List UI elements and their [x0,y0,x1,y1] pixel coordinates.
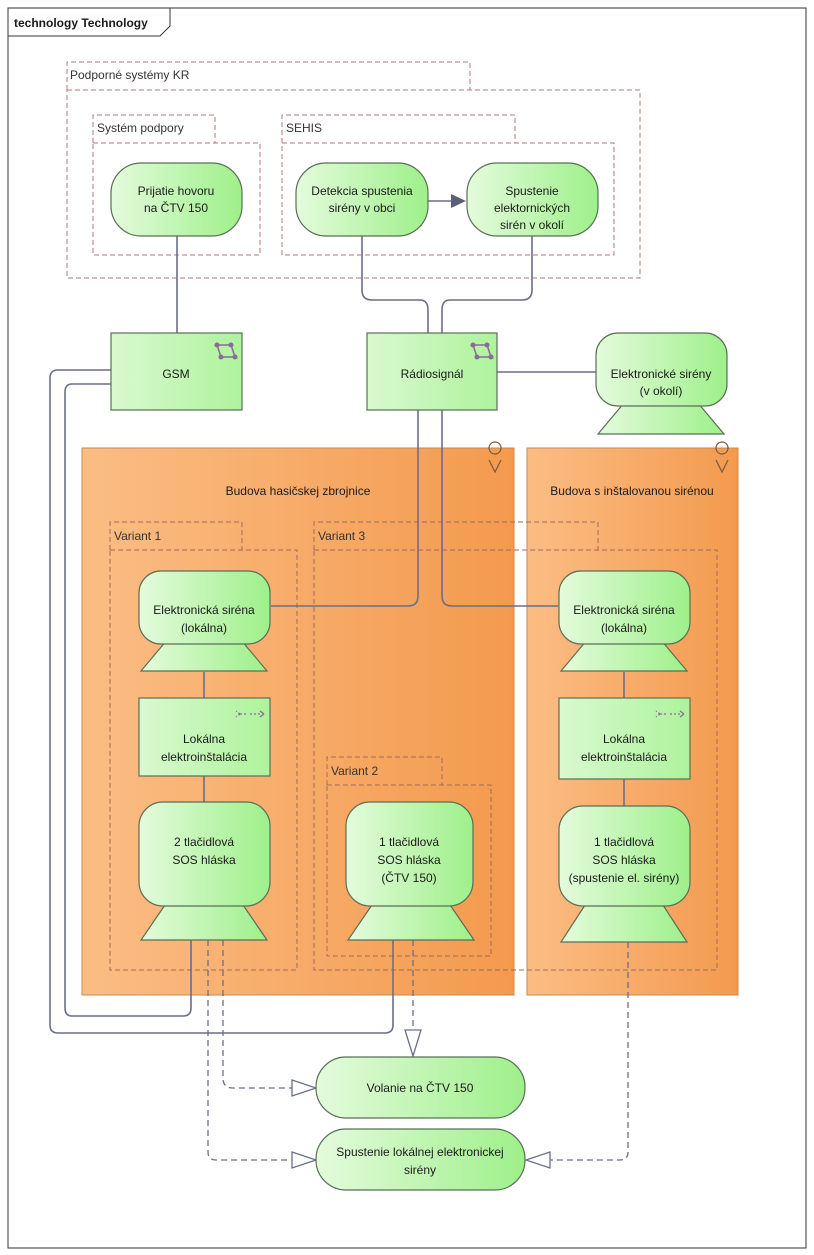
node-sos-1-button-siren[interactable]: 1 tlačidlová SOS hláska (spustenie el. s… [558,805,691,943]
node-sos-1-button-ctv-line2: SOS hláska [377,853,441,867]
node-call-receive-line2: na ČTV 150 [144,200,208,215]
group-support-kr-label: Podporné systémy KR [70,68,190,82]
node-local-siren-2-line2: (lokálna) [601,621,647,635]
node-wiring-1-line2: elektroinštalácia [161,750,247,764]
node-sos-2-button-line2: SOS hláska [172,853,236,867]
location-fire-station-label: Budova hasičskej zbrojnice [226,484,371,498]
group-variant-1-label: Variant 1 [114,529,161,543]
node-local-siren-2-line1: Elektronická siréna [573,603,675,617]
communication-path-icon [235,710,265,718]
node-sos-1-button-siren-line3: (spustenie el. sirény) [569,871,680,885]
node-local-siren-1[interactable]: Elektronická siréna (lokálna) [138,570,271,672]
node-nearby-sirens[interactable]: Elektronické sirény (v okolí) [595,332,728,435]
node-wiring-1-line1: Lokálna [183,732,225,746]
node-sos-1-button-ctv-line1: 1 tlačidlová [379,835,439,849]
realization-arrowheads [291,1029,551,1169]
group-variant-2-label: Variant 2 [331,764,378,778]
node-start-local-siren[interactable]: Spustenie lokálnej elektronickej sirény [315,1128,526,1191]
node-gsm-label: GSM [162,367,189,381]
node-gsm[interactable]: GSM [110,332,243,411]
node-wiring-2-line1: Lokálna [603,732,645,746]
node-call-receive-line1: Prijatie hovoru [138,184,215,198]
node-sos-2-button-line1: 2 tlačidlová [174,835,234,849]
node-call-ctv-label: Volanie na ČTV 150 [367,1080,474,1095]
group-variant-3 [313,521,718,971]
node-sos-2-button[interactable]: 2 tlačidlová SOS hláska [138,801,271,941]
node-start-sirens[interactable]: Spustenie elektornických sirén v okolí [466,162,599,237]
node-nearby-sirens-line2: (v okolí) [640,384,683,398]
communication-path-icon [655,710,685,718]
group-variant-2 [326,756,492,957]
node-local-siren-1-line1: Elektronická siréna [153,603,255,617]
node-wiring-2-line2: elektroinštalácia [581,750,667,764]
node-nearby-sirens-line1: Elektronické sirény [611,367,712,381]
group-support-system-label: Systém podpory [97,121,184,135]
connectors [49,236,625,1034]
node-radio-label: Rádiosignál [401,367,464,381]
node-local-siren-2[interactable]: Elektronická siréna (lokálna) [558,570,691,672]
node-sos-1-button-siren-line2: SOS hláska [592,853,656,867]
node-start-local-siren-line1: Spustenie lokálnej elektronickej [336,1145,503,1159]
node-wiring-1[interactable]: Lokálna elektroinštalácia [138,697,271,777]
node-sos-1-button-siren-line1: 1 tlačidlová [594,835,654,849]
node-call-ctv[interactable]: Volanie na ČTV 150 [315,1056,526,1119]
frame-title-tab [7,7,171,37]
node-detect-siren-line2: sirény v obci [329,201,396,215]
node-radio[interactable]: Rádiosignál [366,332,498,411]
location-pin-icon [488,441,502,474]
node-call-receive[interactable]: Prijatie hovoru na ČTV 150 [110,162,243,237]
node-sos-1-button-ctv[interactable]: 1 tlačidlová SOS hláska (ČTV 150) [345,801,476,941]
node-start-sirens-line1: Spustenie [505,184,559,198]
node-start-sirens-line3: sirén v okolí [500,218,565,232]
node-local-siren-1-line2: (lokálna) [181,621,227,635]
location-pin-icon [715,441,729,474]
flow-arrow [428,194,466,208]
group-sehis-label: SEHIS [286,121,322,135]
network-icon [214,342,238,360]
group-variant-1 [109,521,298,971]
node-detect-siren-line1: Detekcia spustenia [311,184,413,198]
node-sos-1-button-ctv-line3: (ČTV 150) [381,870,436,885]
network-icon [470,342,494,360]
group-support-kr [66,61,641,279]
node-start-sirens-line2: elektornických [494,201,570,215]
realization-connectors [207,940,629,1161]
node-start-local-siren-line2: sirény [404,1163,436,1177]
node-wiring-2[interactable]: Lokálna elektroinštalácia [558,697,691,780]
frame-title: technology Technology [14,16,148,30]
group-sehis [281,114,615,256]
node-detect-siren[interactable]: Detekcia spustenia sirény v obci [295,162,429,237]
location-siren-building-label: Budova s inštalovanou sirénou [550,484,713,498]
group-variant-3-label: Variant 3 [318,529,365,543]
